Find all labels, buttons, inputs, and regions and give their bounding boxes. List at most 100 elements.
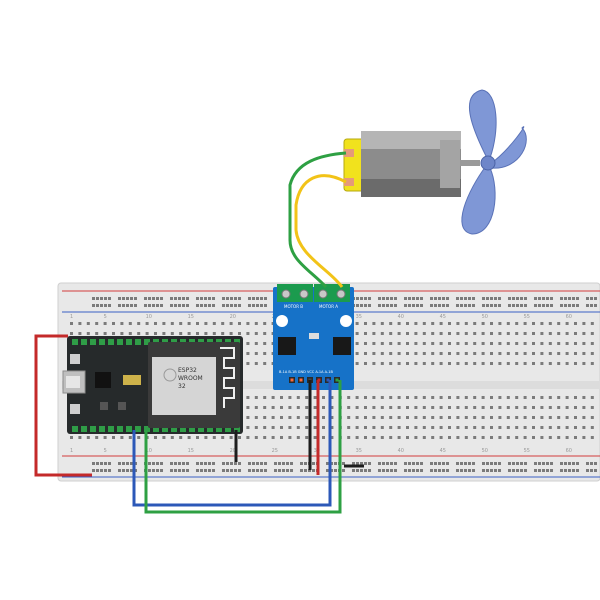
rail-hole xyxy=(252,297,255,300)
terminal-hole xyxy=(422,322,426,325)
rail-hole xyxy=(230,469,233,472)
rail-hole xyxy=(460,304,463,307)
terminal-hole xyxy=(330,436,334,439)
terminal-hole xyxy=(406,352,409,355)
rail-hole xyxy=(118,297,121,300)
rail-hole xyxy=(464,297,467,300)
terminal-hole xyxy=(254,362,258,365)
rail-hole xyxy=(442,304,445,307)
terminal-hole xyxy=(464,362,468,365)
rail-hole xyxy=(482,469,485,472)
rail-hole xyxy=(356,297,359,300)
wroom-shield xyxy=(152,357,216,415)
wire-green-signal xyxy=(144,380,342,514)
terminal-hole xyxy=(330,426,334,429)
rail-hole xyxy=(420,469,423,472)
rail-hole xyxy=(92,297,95,300)
terminal-hole xyxy=(439,406,443,409)
terminal-hole xyxy=(481,352,485,355)
terminal-hole xyxy=(280,406,283,409)
rail-hole xyxy=(460,469,463,472)
rail-hole xyxy=(96,304,99,307)
rail-hole xyxy=(234,469,237,472)
rail-hole xyxy=(546,304,549,307)
terminal-hole xyxy=(506,342,510,345)
rail-hole xyxy=(182,304,185,307)
terminal-hole xyxy=(431,332,435,335)
terminal-hole xyxy=(473,396,477,399)
rail-hole xyxy=(572,469,575,472)
terminal-hole xyxy=(364,406,367,409)
rail-hole xyxy=(356,304,359,307)
terminal-hole xyxy=(515,352,519,355)
rail-hole xyxy=(468,469,471,472)
rail-hole xyxy=(204,462,207,465)
rail-hole xyxy=(486,304,489,307)
rail-hole xyxy=(152,297,155,300)
column-number: 5 xyxy=(104,314,107,320)
wroom-text-2: WROOM xyxy=(178,375,203,382)
motor-housing-bottom-shade xyxy=(361,179,461,197)
terminal-hole xyxy=(548,352,552,355)
terminal-hole xyxy=(456,426,460,429)
rail-hole xyxy=(446,469,449,472)
rail-hole xyxy=(520,469,523,472)
terminal-hole xyxy=(414,396,418,399)
rail-hole xyxy=(364,297,367,300)
rail-hole xyxy=(252,462,255,465)
terminal-hole xyxy=(389,426,393,429)
rail-hole xyxy=(352,469,355,472)
rail-hole xyxy=(108,304,111,307)
terminal-hole xyxy=(305,406,309,409)
terminal-hole xyxy=(532,332,535,335)
terminal-hole xyxy=(431,406,435,409)
column-number: 20 xyxy=(230,314,236,320)
rail-hole xyxy=(472,297,475,300)
rail-hole xyxy=(204,297,207,300)
rail-hole xyxy=(586,469,589,472)
esp32-pin xyxy=(225,426,231,432)
terminal-hole xyxy=(582,362,586,365)
terminal-hole xyxy=(229,332,233,335)
terminal-hole xyxy=(464,342,468,345)
terminal-hole xyxy=(498,322,502,325)
propeller-blade-bottom xyxy=(461,165,496,235)
terminal-hole xyxy=(473,416,477,419)
terminal-hole xyxy=(372,362,376,365)
esp32-pin xyxy=(117,339,123,345)
rail-hole xyxy=(174,304,177,307)
rail-hole xyxy=(360,304,363,307)
terminal-hole xyxy=(154,322,157,325)
rail-hole xyxy=(430,304,433,307)
terminal-hole xyxy=(322,396,325,399)
esp32-pin xyxy=(126,426,132,432)
terminal-hole xyxy=(212,436,216,439)
terminal-hole xyxy=(263,416,267,419)
terminal-hole xyxy=(506,332,510,335)
terminal-hole xyxy=(364,396,367,399)
terminal-hole xyxy=(414,332,418,335)
column-number: 45 xyxy=(440,448,446,454)
terminal-hole xyxy=(439,426,443,429)
rail-hole xyxy=(174,297,177,300)
terminal-hole xyxy=(263,342,267,345)
terminal-hole xyxy=(271,416,275,419)
propeller-blade-right xyxy=(489,126,527,169)
rail-hole xyxy=(572,304,575,307)
terminal-hole xyxy=(347,426,351,429)
terminal-hole xyxy=(397,332,401,335)
terminal-hole xyxy=(204,332,208,335)
terminal-hole xyxy=(548,362,552,365)
terminal-hole xyxy=(590,396,594,399)
terminal-hole xyxy=(86,436,90,439)
column-number: 55 xyxy=(524,448,530,454)
rail-hole xyxy=(104,462,107,465)
rail-hole xyxy=(208,469,211,472)
rail-hole xyxy=(416,297,419,300)
terminal-hole xyxy=(246,322,250,325)
terminal-hole xyxy=(481,396,485,399)
rail-hole xyxy=(382,469,385,472)
terminal-hole xyxy=(548,436,552,439)
rail-hole xyxy=(420,304,423,307)
